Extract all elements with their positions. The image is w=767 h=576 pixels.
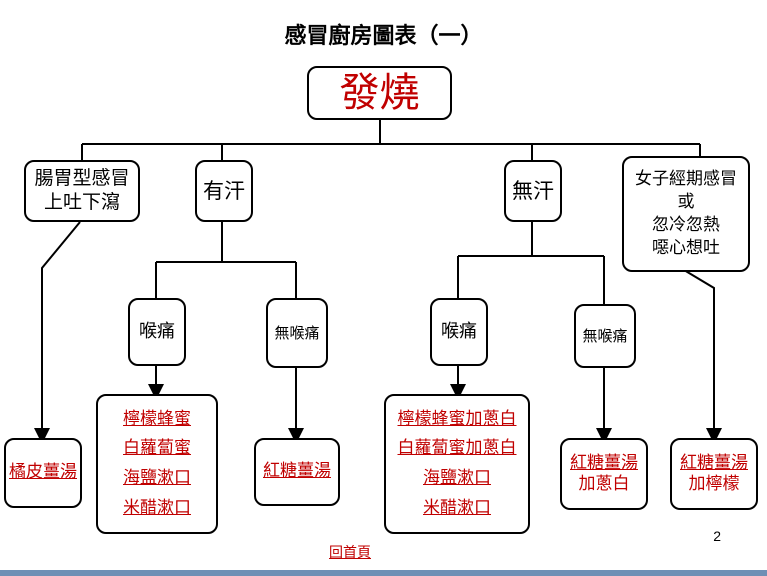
page-number: 2 (713, 528, 721, 544)
sweat-sore-label: 喉痛 (139, 320, 175, 342)
remedy-addition: 加蔥白 (578, 474, 630, 494)
remedy-link[interactable]: 紅糖薑湯 (570, 452, 638, 473)
remedy-sweat-no-sore: 紅糖薑湯 (254, 438, 340, 506)
remedy-link[interactable]: 檸檬蜂蜜加蔥白 (397, 408, 517, 429)
remedy-link[interactable]: 紅糖薑湯 (263, 461, 331, 482)
remedy-link[interactable]: 紅糖薑湯 (680, 452, 748, 473)
female-line3: 忽冷忽熱 (652, 215, 720, 235)
remedy-link[interactable]: 米醋漱口 (423, 498, 491, 519)
sweat-nosore-label: 無喉痛 (274, 323, 320, 342)
bottom-bar (0, 570, 767, 576)
root-node-fever: 發燒 (307, 66, 452, 120)
remedy-link[interactable]: 橘皮薑湯 (9, 462, 77, 483)
remedy-gastro: 橘皮薑湯 (4, 438, 82, 508)
home-link-wrap: 回首頁 (0, 542, 700, 562)
remedy-link[interactable]: 米醋漱口 (123, 498, 191, 519)
female-line2: 或 (677, 192, 695, 213)
remedy-link[interactable]: 海鹽漱口 (423, 468, 491, 489)
remedy-link[interactable]: 檸檬蜂蜜 (123, 408, 191, 429)
remedy-female: 紅糖薑湯 加檸檬 (670, 438, 758, 510)
node-sweat-no-sore-throat: 無喉痛 (266, 298, 328, 368)
root-label: 發燒 (339, 70, 420, 116)
node-female-cold: 女子經期感冒 或 忽冷忽熱 噁心想吐 (622, 156, 750, 272)
node-gastro-cold: 腸胃型感冒 上吐下瀉 (24, 160, 140, 222)
nosweat-sore-label: 喉痛 (441, 320, 477, 342)
node-no-sweating: 無汗 (504, 160, 562, 222)
remedy-link[interactable]: 白蘿蔔蜜加蔥白 (397, 438, 517, 459)
gastro-line1: 腸胃型感冒 (34, 167, 130, 190)
node-sweat-sore-throat: 喉痛 (128, 298, 186, 366)
page-title: 感冒廚房圖表（一） (284, 23, 483, 49)
female-line1: 女子經期感冒 (635, 169, 737, 190)
remedy-link[interactable]: 白蘿蔔蜜 (123, 438, 191, 459)
remedy-nosweat-no-sore: 紅糖薑湯 加蔥白 (560, 438, 648, 510)
nosweat-label: 無汗 (512, 178, 554, 203)
node-sweating: 有汗 (195, 160, 253, 222)
remedy-nosweat-sore: 檸檬蜂蜜加蔥白 白蘿蔔蜜加蔥白 海鹽漱口 米醋漱口 (384, 394, 530, 534)
remedy-sweat-sore: 檸檬蜂蜜 白蘿蔔蜜 海鹽漱口 米醋漱口 (96, 394, 218, 534)
node-nosweat-no-sore-throat: 無喉痛 (574, 304, 636, 368)
remedy-link[interactable]: 海鹽漱口 (123, 468, 191, 489)
node-nosweat-sore-throat: 喉痛 (430, 298, 488, 366)
gastro-line2: 上吐下瀉 (43, 191, 120, 213)
remedy-addition: 加檸檬 (688, 474, 740, 494)
nosweat-nosore-label: 無喉痛 (582, 326, 628, 345)
female-line4: 噁心想吐 (652, 237, 720, 258)
home-link[interactable]: 回首頁 (329, 545, 371, 561)
sweat-label: 有汗 (203, 178, 245, 203)
